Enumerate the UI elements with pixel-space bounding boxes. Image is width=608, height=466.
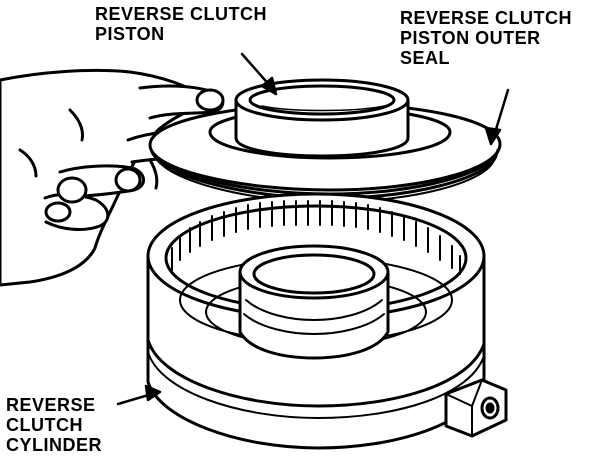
leader-lines bbox=[116, 52, 510, 406]
cylinder-label: REVERSE CLUTCH CYLINDER bbox=[6, 395, 102, 455]
cylinder-label-line-3: CYLINDER bbox=[6, 435, 103, 455]
piston-label: REVERSE CLUTCH PISTON bbox=[95, 4, 267, 44]
reverse-clutch-cylinder bbox=[146, 192, 508, 450]
piston-outer-seal-label: REVERSE CLUTCH PISTON OUTER SEAL bbox=[400, 8, 572, 68]
piston-arrowhead bbox=[260, 76, 278, 96]
cylinder-label-line-2: CLUTCH bbox=[6, 415, 83, 435]
piston-label-line-2: PISTON bbox=[95, 24, 165, 44]
spline-teeth bbox=[171, 200, 461, 275]
reverse-clutch-piston bbox=[148, 78, 502, 203]
seal-label-line-3: SEAL bbox=[400, 48, 451, 68]
seal-label-line-1: REVERSE CLUTCH bbox=[400, 8, 573, 28]
cylinder-arrowhead bbox=[144, 384, 162, 402]
piston-label-line-1: REVERSE CLUTCH bbox=[95, 4, 268, 24]
cylinder-label-line-1: REVERSE bbox=[6, 395, 96, 415]
seal-arrowhead bbox=[484, 126, 502, 146]
seal-label-line-2: PISTON OUTER bbox=[400, 28, 541, 48]
